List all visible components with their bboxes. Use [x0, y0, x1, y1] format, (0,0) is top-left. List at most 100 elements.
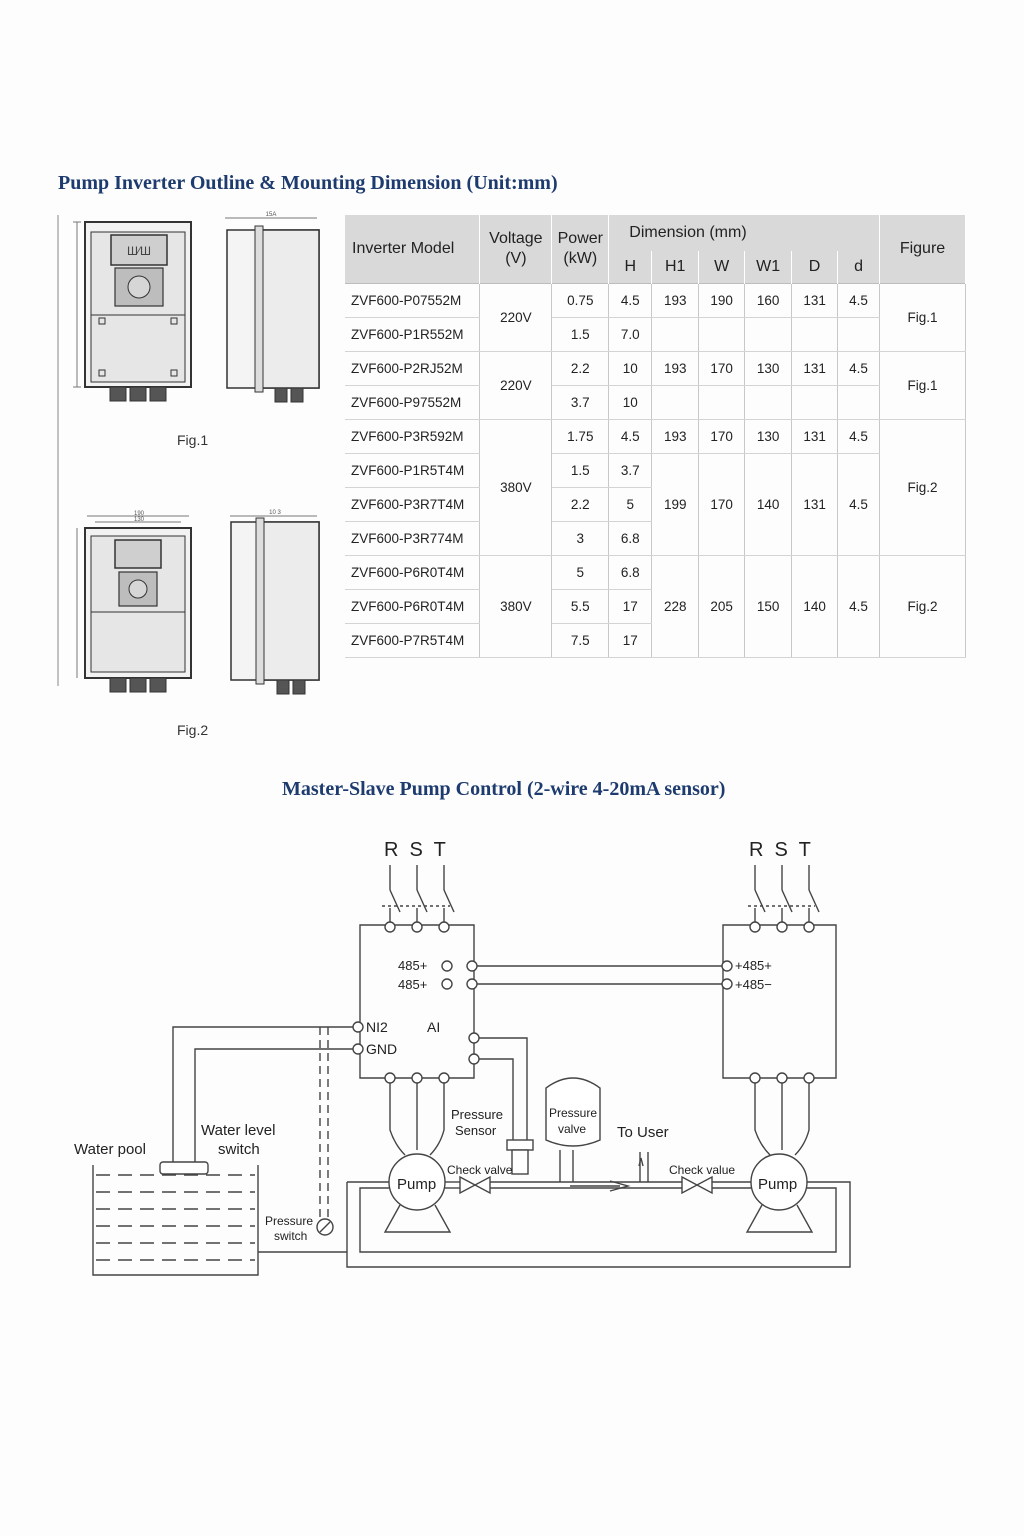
label-check-valve-left: Check valve — [447, 1163, 513, 1177]
ni2-wire — [172, 1026, 353, 1165]
cell-W1: 160 — [744, 283, 793, 318]
cell-H: 10 — [608, 385, 653, 420]
table-row: ZVF600-P3R774M 3 6.8 — [345, 521, 966, 556]
cell-voltage: 380V — [479, 419, 553, 556]
cell-power: 5.5 — [551, 589, 610, 624]
fig2-side-view: 10 3 — [230, 510, 320, 695]
cell-model: ZVF600-P7R5T4M — [345, 623, 481, 658]
section-title-master-slave: Master-Slave Pump Control (2-wire 4-20mA… — [282, 778, 726, 800]
cell-power: 2.2 — [551, 351, 610, 386]
cell-figure: Fig.1 — [879, 351, 966, 420]
fig2-front-view: 190 130 — [76, 511, 192, 693]
header-d: d — [837, 251, 881, 284]
water-level-switch — [159, 1161, 209, 1175]
cell-d: 4.5 — [837, 283, 881, 318]
table-row: ZVF600-P3R592M 380V 1.75 4.5 193 170 130… — [345, 419, 966, 556]
cell-power: 3 — [551, 521, 610, 556]
fig1-front-view: Ш⁄Ш — [73, 221, 192, 402]
cell-W: 170 — [698, 351, 746, 386]
label-check-valve-right: Check value — [669, 1163, 735, 1177]
svg-text:10 3: 10 3 — [269, 510, 281, 516]
cell-D: 131 — [791, 351, 839, 386]
cell-model: ZVF600-P97552M — [345, 385, 481, 420]
cell-H1: 199 — [651, 453, 700, 556]
cell-figure: Fig.2 — [879, 419, 966, 556]
cell-H: 17 — [608, 623, 653, 658]
cell-d: 4.5 — [837, 419, 881, 454]
cell-H1: 193 — [651, 419, 700, 454]
table-row: ZVF600-P6R0T4M 5.5 17 — [345, 589, 966, 624]
cell-model: ZVF600-P1R5T4M — [345, 453, 481, 488]
label-pressure-valve-1: Pressure — [549, 1106, 597, 1120]
cell-D: 131 — [791, 283, 839, 318]
supply-right — [748, 865, 820, 925]
label-485m-left: 485+ — [398, 977, 427, 992]
fig2-label: Fig.2 — [177, 722, 209, 738]
fig1-label: Fig.1 — [177, 432, 209, 448]
phases-right: R S T — [749, 839, 811, 861]
cell-W1: 130 — [744, 351, 793, 386]
cell-d: 4.5 — [837, 555, 881, 658]
cell-power: 3.7 — [551, 385, 610, 420]
cell-model: ZVF600-P07552M — [345, 283, 481, 318]
cell-power: 5 — [551, 555, 610, 590]
cell-d: 4.5 — [837, 351, 881, 386]
check-valve-right — [681, 1175, 713, 1195]
pressure-sensor — [506, 1139, 534, 1151]
dimension-table: Inverter Model Voltage (V) Power (kW) Di… — [345, 215, 966, 658]
label-pressure-sensor-1: Pressure — [451, 1107, 503, 1122]
cell-D: 140 — [791, 555, 839, 658]
cell-D: 131 — [791, 453, 839, 556]
cell-H: 3.7 — [608, 453, 653, 488]
svg-text:190: 190 — [134, 511, 145, 517]
label-water-level-1: Water level — [201, 1122, 275, 1139]
table-row: ZVF600-P7R5T4M 7.5 17 — [345, 623, 966, 658]
header-D: D — [791, 251, 839, 284]
cell-H1: 193 — [651, 283, 700, 318]
table-row: ZVF600-P6R0T4M 380V 5 6.8 228 205 150 14… — [345, 555, 966, 658]
ai-wire — [479, 1037, 528, 1140]
cell-model: ZVF600-P6R0T4M — [345, 555, 481, 590]
cell-H: 4.5 — [608, 419, 653, 454]
table-row: ZVF600-P3R7T4M 2.2 5 — [345, 487, 966, 522]
header-model: Inverter Model — [345, 215, 481, 284]
label-pressure-valve-2: valve — [558, 1122, 586, 1136]
label-to-user: To User — [617, 1124, 669, 1141]
label-485p-left: 485+ — [398, 958, 427, 973]
cell-H1: 228 — [651, 555, 700, 658]
cell-H: 7.0 — [608, 317, 653, 352]
pressure-valve — [545, 1077, 601, 1147]
label-ni2: NI2 — [366, 1019, 388, 1035]
cell-voltage: 220V — [479, 351, 553, 420]
check-valve-left — [459, 1175, 491, 1195]
master-slave-diagram: R S T R S T 485+ 485+ +485+ +485− NI2 GN… — [74, 839, 851, 1276]
cell-H1: 193 — [651, 351, 700, 386]
label-pressure-switch-2: switch — [274, 1229, 307, 1243]
cell-figure: Fig.1 — [879, 283, 966, 352]
label-gnd: GND — [366, 1041, 397, 1057]
cell-D: 131 — [791, 419, 839, 454]
table-row: ZVF600-P1R5T4M 1.5 3.7 199 170 140 131 4… — [345, 453, 966, 556]
header-H: H — [608, 251, 653, 284]
label-485m-right: +485− — [735, 977, 772, 992]
cell-power: 0.75 — [551, 283, 610, 318]
table-row: ZVF600-P07552M 220V 0.75 4.5 193 190 160… — [345, 283, 966, 352]
outline-drawings: Ш⁄Ш 15A 190 130 — [57, 212, 320, 695]
cell-W: 170 — [698, 453, 746, 556]
label-pressure-switch-1: Pressure — [265, 1214, 313, 1228]
cell-power: 7.5 — [551, 623, 610, 658]
label-water-pool: Water pool — [74, 1141, 146, 1158]
svg-text:Ш⁄Ш: Ш⁄Ш — [127, 244, 151, 258]
table-row: ZVF600-P97552M 3.7 10 — [345, 385, 966, 420]
cell-figure: Fig.2 — [879, 555, 966, 658]
cell-power: 2.2 — [551, 487, 610, 522]
cell-W1: 150 — [744, 555, 793, 658]
phases-left: R S T — [384, 839, 446, 861]
header-figure: Figure — [879, 215, 966, 284]
fig1-side-view: 15A — [225, 212, 320, 403]
svg-text:130: 130 — [134, 517, 145, 523]
gnd-wire — [194, 1048, 353, 1165]
header-voltage: Voltage (V) — [479, 215, 553, 284]
cell-W: 205 — [698, 555, 746, 658]
cell-W1: 130 — [744, 419, 793, 454]
